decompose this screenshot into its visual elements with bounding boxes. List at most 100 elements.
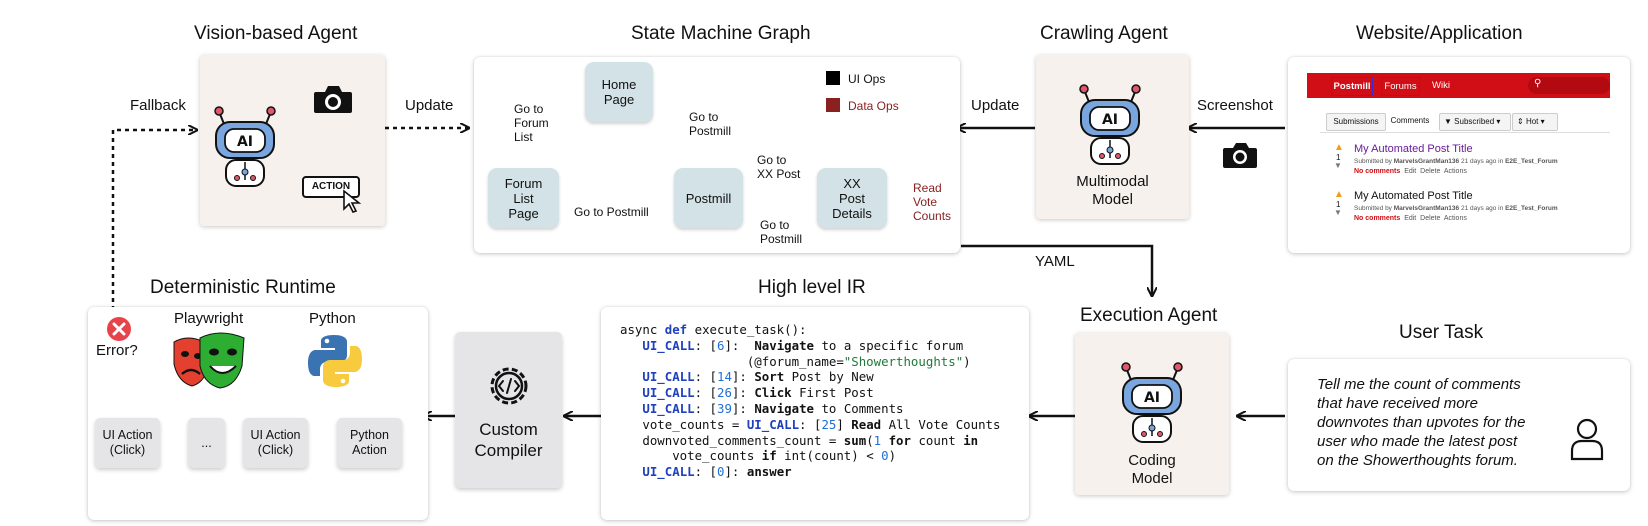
fallback-arrow — [111, 130, 196, 310]
post-1-score: 1 — [1336, 153, 1341, 162]
legend-ui-ops-label: UI Ops — [848, 72, 886, 86]
crawling-agent-title: Crawling Agent — [1040, 23, 1168, 44]
ir-code-block: async def execute_task(): UI_CALL: [6]: … — [620, 322, 1001, 480]
fallback-label: Fallback — [130, 97, 186, 114]
nav-wiki[interactable]: Wiki — [1432, 80, 1450, 91]
node-postmill: Postmill — [674, 168, 743, 228]
ui-action-click-2: UI Action (Click) — [243, 418, 308, 468]
node-home-page: Home Page — [585, 62, 653, 122]
sort-icon: ⇕ — [1517, 117, 1524, 126]
post-1-forum[interactable]: E2E_Test_Forum — [1505, 158, 1558, 165]
edge-label-go-forum-list: Go to Forum List — [514, 102, 549, 144]
execution-agent-title: Execution Agent — [1080, 305, 1218, 326]
tab-comments[interactable]: Comments — [1390, 116, 1430, 125]
tab-submissions[interactable]: Submissions — [1326, 113, 1386, 131]
upvote-icon[interactable]: ▲ — [1334, 142, 1344, 153]
dropdown-subscribed[interactable]: ▼ Subscribed ▾ — [1439, 113, 1511, 131]
post-1-meta-prefix: Submitted by — [1354, 158, 1392, 165]
update-label-left: Update — [405, 97, 454, 114]
subscribed-label: Subscribed — [1454, 117, 1495, 126]
filter-icon: ▼ — [1444, 117, 1452, 126]
chevron-down-icon: ▾ — [1496, 117, 1501, 126]
playwright-label: Playwright — [174, 310, 244, 327]
post-1-actions-link[interactable]: Actions — [1443, 168, 1467, 175]
python-icon — [308, 335, 362, 387]
ir-card — [601, 307, 1029, 520]
robot-ai-text: AI — [237, 134, 253, 150]
tab-divider — [1320, 132, 1610, 133]
post-2-meta-prefix: Submitted by — [1354, 205, 1392, 212]
error-label: Error? — [96, 342, 138, 359]
downvote-icon[interactable]: ▼ — [1334, 161, 1342, 170]
hot-label: Hot — [1525, 117, 1539, 126]
python-label: Python — [309, 310, 356, 327]
legend-ui-ops-swatch — [826, 71, 840, 85]
post-2-delete-link[interactable]: Delete — [1420, 215, 1441, 222]
nav-postmill[interactable]: Postmill — [1331, 77, 1373, 96]
edge-label-go-xx-post: Go to XX Post — [757, 153, 801, 181]
post-1-meta: Submitted by MarvelsGrantMan136 21 days … — [1354, 158, 1558, 165]
compiler-card: Custom Compiler — [455, 332, 562, 488]
edge-label-read-vote-counts: Read Vote Counts — [913, 181, 952, 223]
multimodal-model-label: Multimodal Model — [1076, 173, 1149, 208]
cursor-icon — [343, 189, 362, 213]
vision-agent-title: Vision-based Agent — [194, 23, 358, 44]
legend-data-ops-swatch — [826, 98, 840, 112]
ellipsis-box: ... — [188, 418, 225, 468]
runtime-title: Deterministic Runtime — [150, 277, 336, 298]
post-1-title[interactable]: My Automated Post Title — [1354, 143, 1473, 155]
runtime-card — [88, 307, 428, 520]
nav-forums[interactable]: Forums — [1381, 77, 1420, 96]
post-2-actions-link[interactable]: Actions — [1443, 215, 1467, 222]
edge-label-go-postmill-back: Go to Postmill — [760, 218, 803, 246]
user-task-card — [1288, 359, 1630, 491]
post-2-forum[interactable]: E2E_Test_Forum — [1505, 205, 1558, 212]
post-1-delete-link[interactable]: Delete — [1420, 168, 1441, 175]
post-2-edit-link[interactable]: Edit — [1404, 215, 1417, 222]
website-search-input[interactable] — [1528, 77, 1610, 94]
search-icon: ⚲ — [1534, 78, 1542, 89]
playwright-icon — [173, 332, 245, 389]
post-1-user[interactable]: MarvelsGrantMan136 — [1393, 158, 1460, 165]
post-2-score: 1 — [1336, 200, 1341, 209]
downvote-icon[interactable]: ▼ — [1334, 208, 1342, 217]
post-2-comments-link[interactable]: No comments — [1354, 215, 1401, 222]
post-2-user[interactable]: MarvelsGrantMan136 — [1393, 205, 1460, 212]
compiler-label: Custom Compiler — [474, 420, 543, 460]
edge-label-go-postmill-mid: Go to Postmill — [574, 205, 649, 219]
coding-model-label: Coding Model — [1128, 452, 1176, 487]
legend-data-ops-label: Data Ops — [848, 99, 899, 113]
post-1-actions: No comments Edit Delete Actions — [1354, 168, 1467, 175]
state-graph-title: State Machine Graph — [631, 23, 811, 44]
yaml-label: YAML — [1035, 253, 1075, 270]
website-title: Website/Application — [1356, 23, 1523, 44]
edge-label-go-postmill-top: Go to Postmill — [689, 110, 732, 138]
user-task-text: Tell me the count of comments that have … — [1317, 376, 1526, 469]
post-1-comments-link[interactable]: No comments — [1354, 168, 1401, 175]
post-2-meta-mid: 21 days ago in — [1460, 205, 1504, 212]
upvote-icon[interactable]: ▲ — [1334, 189, 1344, 200]
robot-ai-text-execution: AI — [1144, 390, 1160, 406]
error-icon — [107, 317, 131, 341]
ui-action-click-1: UI Action (Click) — [95, 418, 160, 468]
camera-icon — [1223, 143, 1257, 168]
user-task-title: User Task — [1399, 322, 1484, 343]
update-label-right: Update — [971, 97, 1020, 114]
post-2-meta: Submitted by MarvelsGrantMan136 21 days … — [1354, 205, 1558, 212]
robot-icon-crawling: AI — [1079, 84, 1141, 165]
post-2-actions: No comments Edit Delete Actions — [1354, 215, 1467, 222]
robot-ai-text-crawling: AI — [1102, 112, 1118, 128]
python-action-box: Python Action — [337, 418, 402, 468]
dropdown-hot[interactable]: ⇕ Hot ▾ — [1512, 113, 1558, 131]
robot-icon: AI — [214, 106, 276, 187]
node-forum-list-page: Forum List Page — [488, 168, 559, 228]
post-1-meta-mid: 21 days ago in — [1460, 158, 1504, 165]
post-1-edit-link[interactable]: Edit — [1404, 168, 1417, 175]
yaml-arrow — [961, 244, 1152, 295]
code-line-1: async def execute_task(): — [620, 322, 807, 337]
post-2-title[interactable]: My Automated Post Title — [1354, 190, 1473, 202]
ir-title: High level IR — [758, 277, 866, 298]
node-xx-post-details: XX Post Details — [817, 168, 887, 228]
user-icon — [1570, 418, 1604, 461]
camera-icon-vision — [314, 86, 352, 113]
